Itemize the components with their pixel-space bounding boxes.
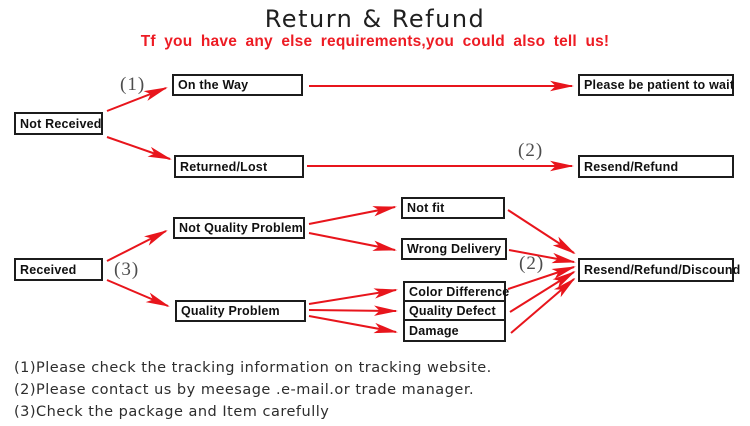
footnote-2: (2)Please contact us by meesage .e-mail.…	[14, 382, 475, 398]
node-resend-refund: Resend/Refund	[578, 155, 734, 178]
ref-label-2-upper: (2)	[518, 140, 544, 161]
node-please-be-patient: Please be patient to wait	[578, 74, 734, 96]
arrow-qp-to-color-difference	[308, 288, 398, 305]
ref-label-1: (1)	[120, 74, 146, 95]
node-on-the-way: On the Way	[172, 74, 303, 96]
footnotes: (1)Please check the tracking information…	[14, 357, 492, 423]
node-color-difference: Color Difference	[403, 281, 509, 302]
arrow-qp-to-damage	[308, 315, 398, 334]
arrow-not-received-to-on-the-way	[106, 87, 168, 112]
arrow-not-received-to-returned-lost	[106, 136, 172, 160]
node-returned-lost: Returned/Lost	[174, 155, 304, 178]
node-not-received: Not Received	[14, 112, 103, 135]
node-not-fit: Not fit	[401, 197, 505, 219]
node-received: Received	[14, 258, 103, 281]
footnote-1: (1)Please check the tracking information…	[14, 360, 492, 376]
node-not-quality-problem: Not Quality Problem	[173, 217, 305, 239]
arrow-qp-to-quality-defect	[308, 305, 398, 316]
arrow-damage-to-rrd	[510, 277, 576, 334]
ref-label-3: (3)	[114, 259, 140, 280]
node-resend-refund-discound: Resend/Refund/Discound	[578, 258, 740, 282]
node-wrong-delivery: Wrong Delivery	[401, 238, 507, 260]
node-quality-defect: Quality Defect	[403, 300, 506, 321]
node-damage: Damage	[403, 319, 506, 342]
arrow-color-difference-to-rrd	[507, 266, 576, 290]
node-quality-problem: Quality Problem	[175, 300, 306, 322]
arrow-nqp-to-wrong-delivery	[308, 232, 397, 251]
subtitle-note: Tf you have any else requirements,you co…	[140, 33, 610, 50]
arrow-wrong-delivery-to-rrd	[508, 249, 576, 264]
ref-label-2-lower: (2)	[519, 253, 545, 274]
arrow-received-to-not-quality-problem	[106, 230, 168, 262]
arrow-nqp-to-not-fit	[308, 206, 397, 225]
arrow-received-to-quality-problem	[106, 279, 170, 307]
footnote-3: (3)Check the package and Item carefully	[14, 404, 330, 420]
arrow-not-fit-to-rrd	[507, 209, 576, 255]
page-title: Return & Refund	[264, 5, 486, 33]
